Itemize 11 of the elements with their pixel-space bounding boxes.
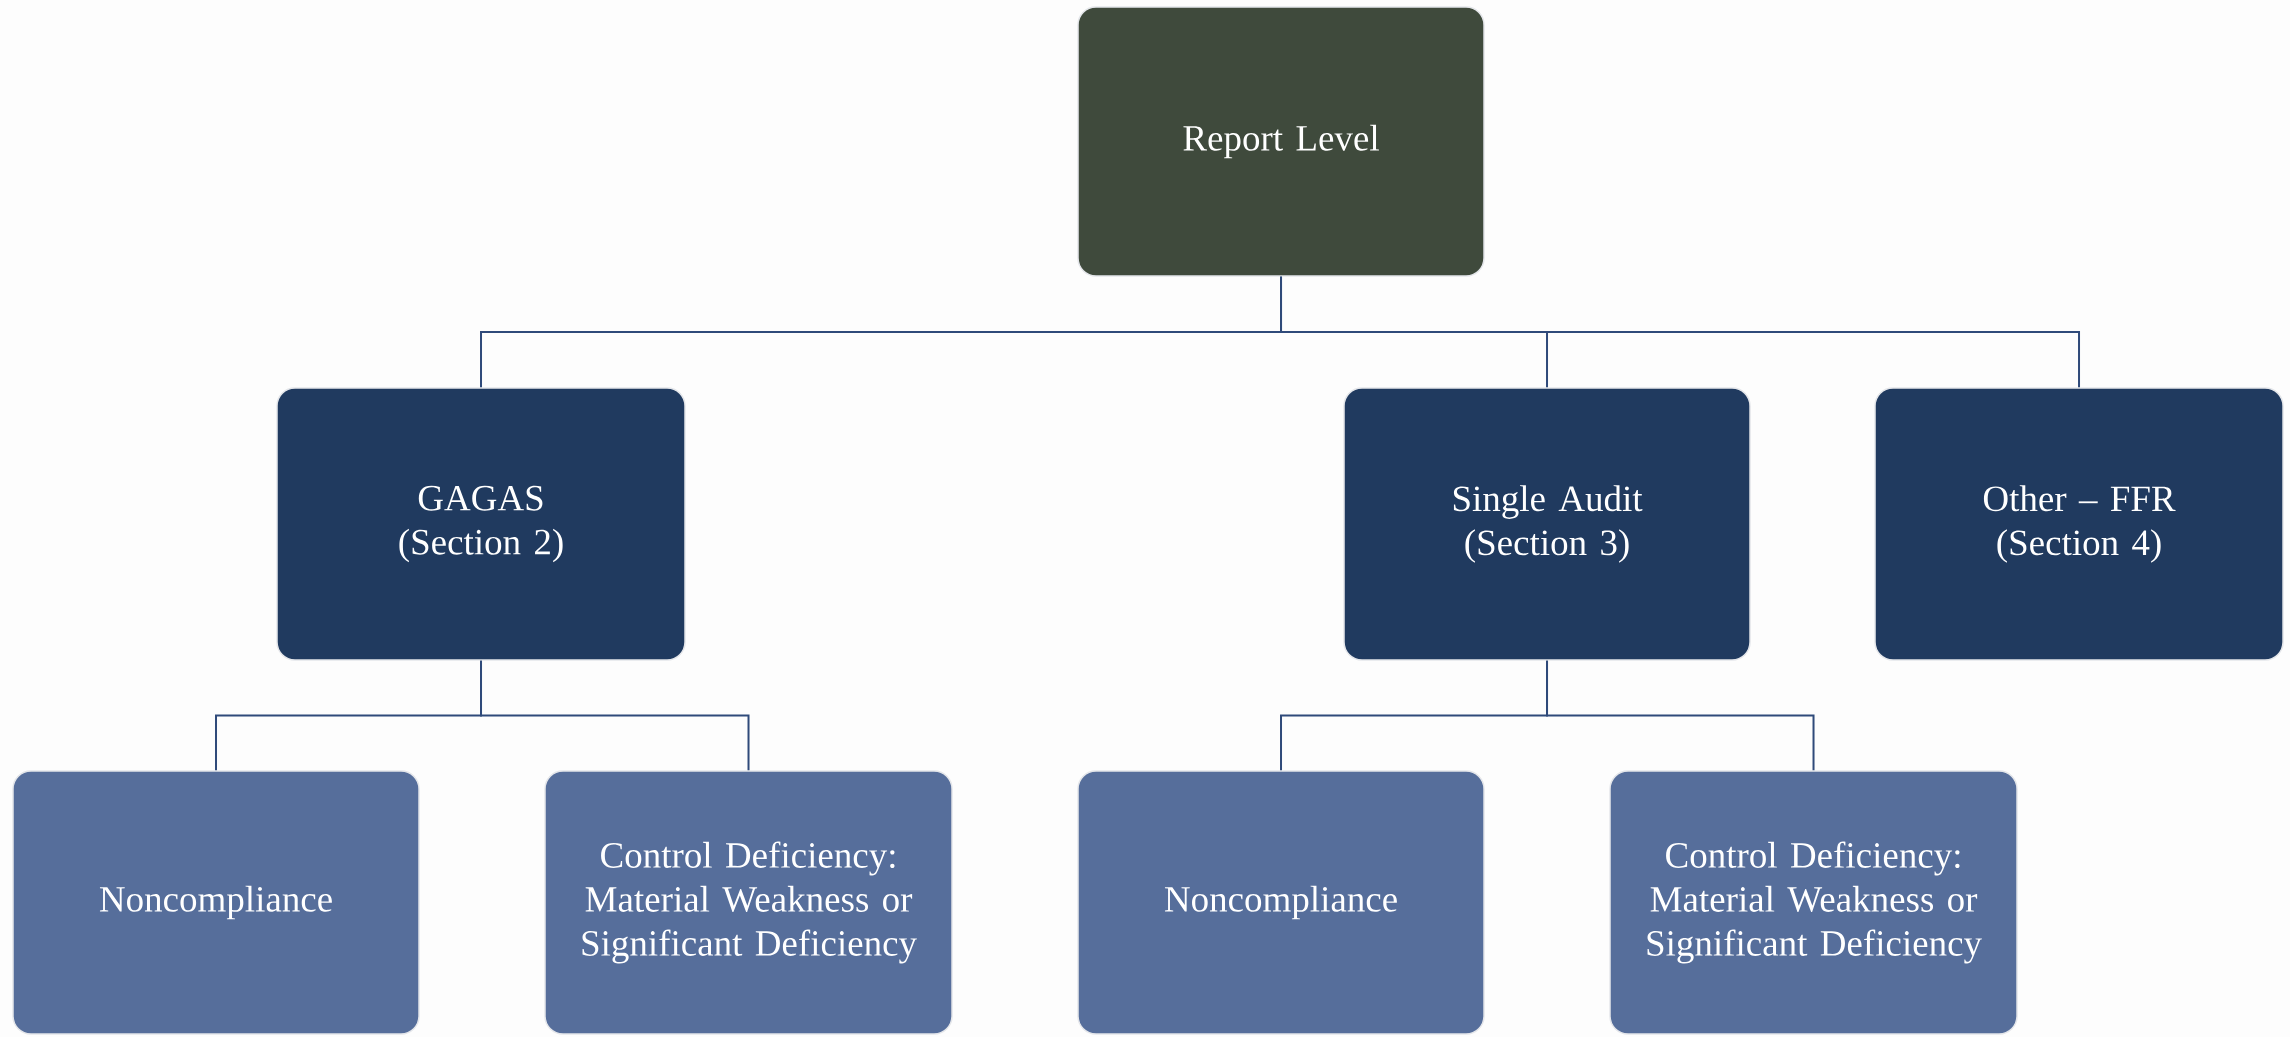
section-box: Other – FFR (Section 4) bbox=[1874, 387, 2284, 661]
connector bbox=[1280, 275, 2080, 389]
connector bbox=[1546, 659, 1815, 772]
finding-box: Control Deficiency: Material Weakness or Significant Deficiency bbox=[1609, 770, 2018, 1035]
finding-box: Noncompliance bbox=[1077, 770, 1485, 1035]
section-box: GAGAS (Section 2) bbox=[276, 387, 686, 661]
finding-box: Noncompliance bbox=[12, 770, 420, 1035]
finding-box: Control Deficiency: Material Weakness or Significant Deficiency bbox=[544, 770, 953, 1035]
connector bbox=[480, 659, 750, 772]
root-box: Report Level bbox=[1077, 6, 1485, 277]
section-box: Single Audit (Section 3) bbox=[1343, 387, 1751, 661]
